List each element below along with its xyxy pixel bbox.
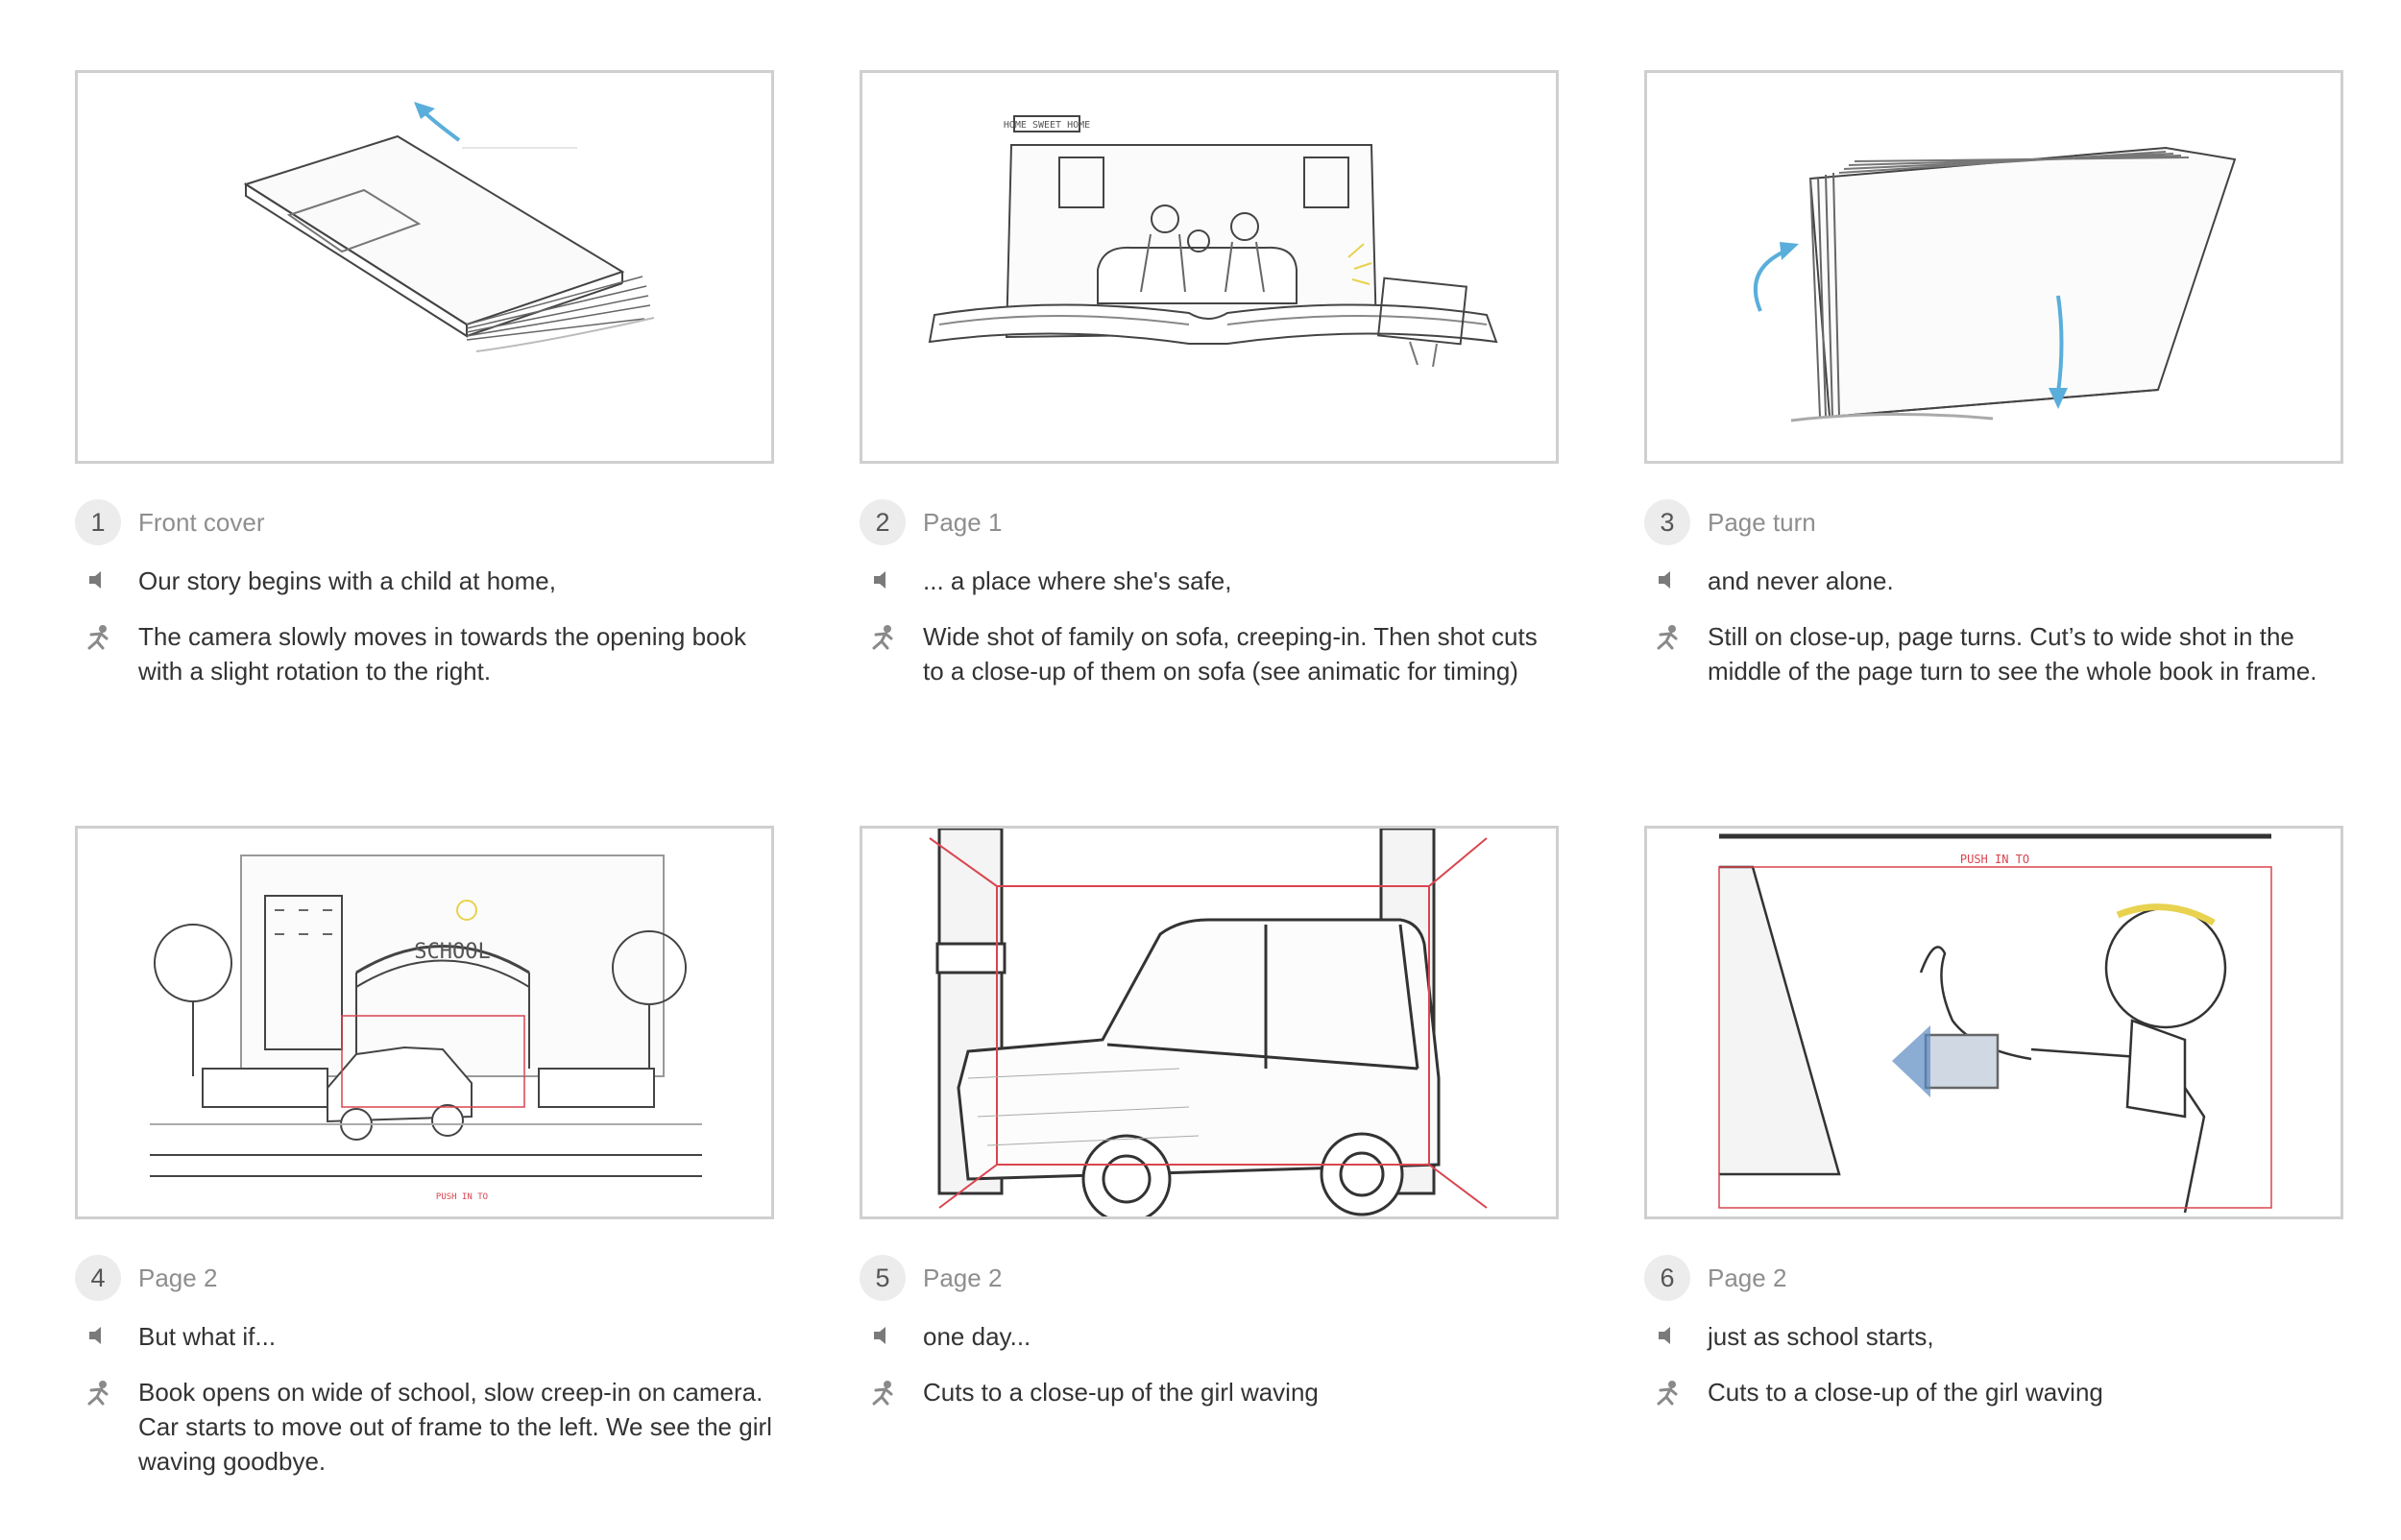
audio-line-text: and never alone. — [1708, 566, 1894, 595]
running-figure-icon — [860, 619, 906, 652]
family-on-sofa-sketch: HOME SWEET HOME — [928, 115, 1498, 368]
panel-4-sketch[interactable]: SCHOOL PUSH IN TO — [75, 826, 774, 1219]
audio-line-text: But what if... — [138, 1322, 277, 1351]
running-figure-icon — [75, 619, 121, 652]
closed-book-sketch — [243, 102, 655, 352]
storyboard-panel-2: HOME SWEET HOME 2 Page 1 ... a place whe… — [860, 70, 1559, 688]
panel-page-label: Page 2 — [138, 1263, 218, 1292]
panel-3-audio: and never alone. — [1644, 564, 2343, 598]
storyboard-panel-1: 1 Front cover Our story begins with a ch… — [75, 70, 774, 688]
panel-2-header: 2 Page 1 — [860, 498, 1559, 546]
panel-2-action: Wide shot of family on sofa, creeping-in… — [860, 619, 1559, 688]
audio-line-text: one day... — [923, 1322, 1031, 1351]
running-figure-icon — [75, 1375, 121, 1408]
panel-3-action: Still on close-up, page turns. Cut’s to … — [1644, 619, 2343, 688]
panel-5-audio: one day... — [860, 1319, 1559, 1354]
storyboard-panel-5: 5 Page 2 one day... Cuts to a close-up o… — [860, 826, 1559, 1409]
panel-6-action: Cuts to a close-up of the girl waving — [1644, 1375, 2343, 1409]
car-closeup-sketch — [929, 829, 1488, 1216]
panel-5-header: 5 Page 2 — [860, 1254, 1559, 1302]
panel-5-sketch[interactable] — [860, 826, 1559, 1219]
panel-page-label: Page 2 — [1708, 1263, 1787, 1292]
speaker-icon — [75, 564, 121, 590]
action-line-text: The camera slowly moves in towards the o… — [138, 622, 746, 686]
push-in-note-text: PUSH IN TO — [1960, 853, 2029, 866]
speaker-icon — [75, 1319, 121, 1346]
panel-page-label: Front cover — [138, 507, 265, 537]
speaker-icon — [860, 1319, 906, 1346]
banner-text: HOME SWEET HOME — [1004, 120, 1090, 131]
speaker-icon — [1644, 1319, 1690, 1346]
action-line-text: Book opens on wide of school, slow creep… — [138, 1378, 772, 1476]
panel-1-header: 1 Front cover — [75, 498, 774, 546]
panel-3-sketch[interactable] — [1644, 70, 2343, 464]
panel-1-sketch[interactable] — [75, 70, 774, 464]
panel-1-audio: Our story begins with a child at home, — [75, 564, 774, 598]
panel-page-label: Page 1 — [923, 507, 1003, 537]
panel-2-sketch[interactable]: HOME SWEET HOME — [860, 70, 1559, 464]
school-sign-text: SCHOOL — [414, 940, 490, 964]
panel-page-label: Page 2 — [923, 1263, 1003, 1292]
panel-2-audio: ... a place where she's safe, — [860, 564, 1559, 598]
school-scene-sketch: SCHOOL PUSH IN TO — [150, 854, 702, 1202]
audio-line-text: Our story begins with a child at home, — [138, 566, 556, 595]
panel-number-badge: 6 — [1644, 1255, 1690, 1301]
page-turn-sketch — [1753, 146, 2237, 422]
audio-line-text: just as school starts, — [1708, 1322, 1934, 1351]
panel-number-badge: 4 — [75, 1255, 121, 1301]
panel-5-action: Cuts to a close-up of the girl waving — [860, 1375, 1559, 1409]
action-line-text: Cuts to a close-up of the girl waving — [1708, 1378, 2103, 1407]
speaker-icon — [1644, 564, 1690, 590]
storyboard-panel-6: PUSH IN TO 6 Page 2 just as school start… — [1644, 826, 2343, 1409]
panel-page-label: Page turn — [1708, 507, 1816, 537]
storyboard-panel-4: SCHOOL PUSH IN TO 4 Page 2 But what if..… — [75, 826, 774, 1479]
speaker-icon — [860, 564, 906, 590]
panel-6-header: 6 Page 2 — [1644, 1254, 2343, 1302]
panel-3-header: 3 Page turn — [1644, 498, 2343, 546]
audio-line-text: ... a place where she's safe, — [923, 566, 1232, 595]
panel-4-audio: But what if... — [75, 1319, 774, 1354]
running-figure-icon — [1644, 1375, 1690, 1408]
panel-number-badge: 1 — [75, 499, 121, 545]
running-figure-icon — [1644, 619, 1690, 652]
action-line-text: Wide shot of family on sofa, creeping-in… — [923, 622, 1538, 686]
panel-1-action: The camera slowly moves in towards the o… — [75, 619, 774, 688]
panel-number-badge: 5 — [860, 1255, 906, 1301]
panel-number-badge: 2 — [860, 499, 906, 545]
action-line-text: Still on close-up, page turns. Cut’s to … — [1708, 622, 2317, 686]
storyboard-panel-3: 3 Page turn and never alone. Still on cl… — [1644, 70, 2343, 688]
running-figure-icon — [860, 1375, 906, 1408]
girl-waving-sketch: PUSH IN TO — [1718, 833, 2272, 1214]
panel-4-header: 4 Page 2 — [75, 1254, 774, 1302]
panel-6-sketch[interactable]: PUSH IN TO — [1644, 826, 2343, 1219]
push-in-small-text: PUSH IN TO — [436, 1192, 488, 1202]
panel-number-badge: 3 — [1644, 499, 1690, 545]
action-line-text: Cuts to a close-up of the girl waving — [923, 1378, 1319, 1407]
panel-4-action: Book opens on wide of school, slow creep… — [75, 1375, 774, 1479]
panel-6-audio: just as school starts, — [1644, 1319, 2343, 1354]
banner-group: HOME SWEET HOME — [1004, 120, 1090, 131]
